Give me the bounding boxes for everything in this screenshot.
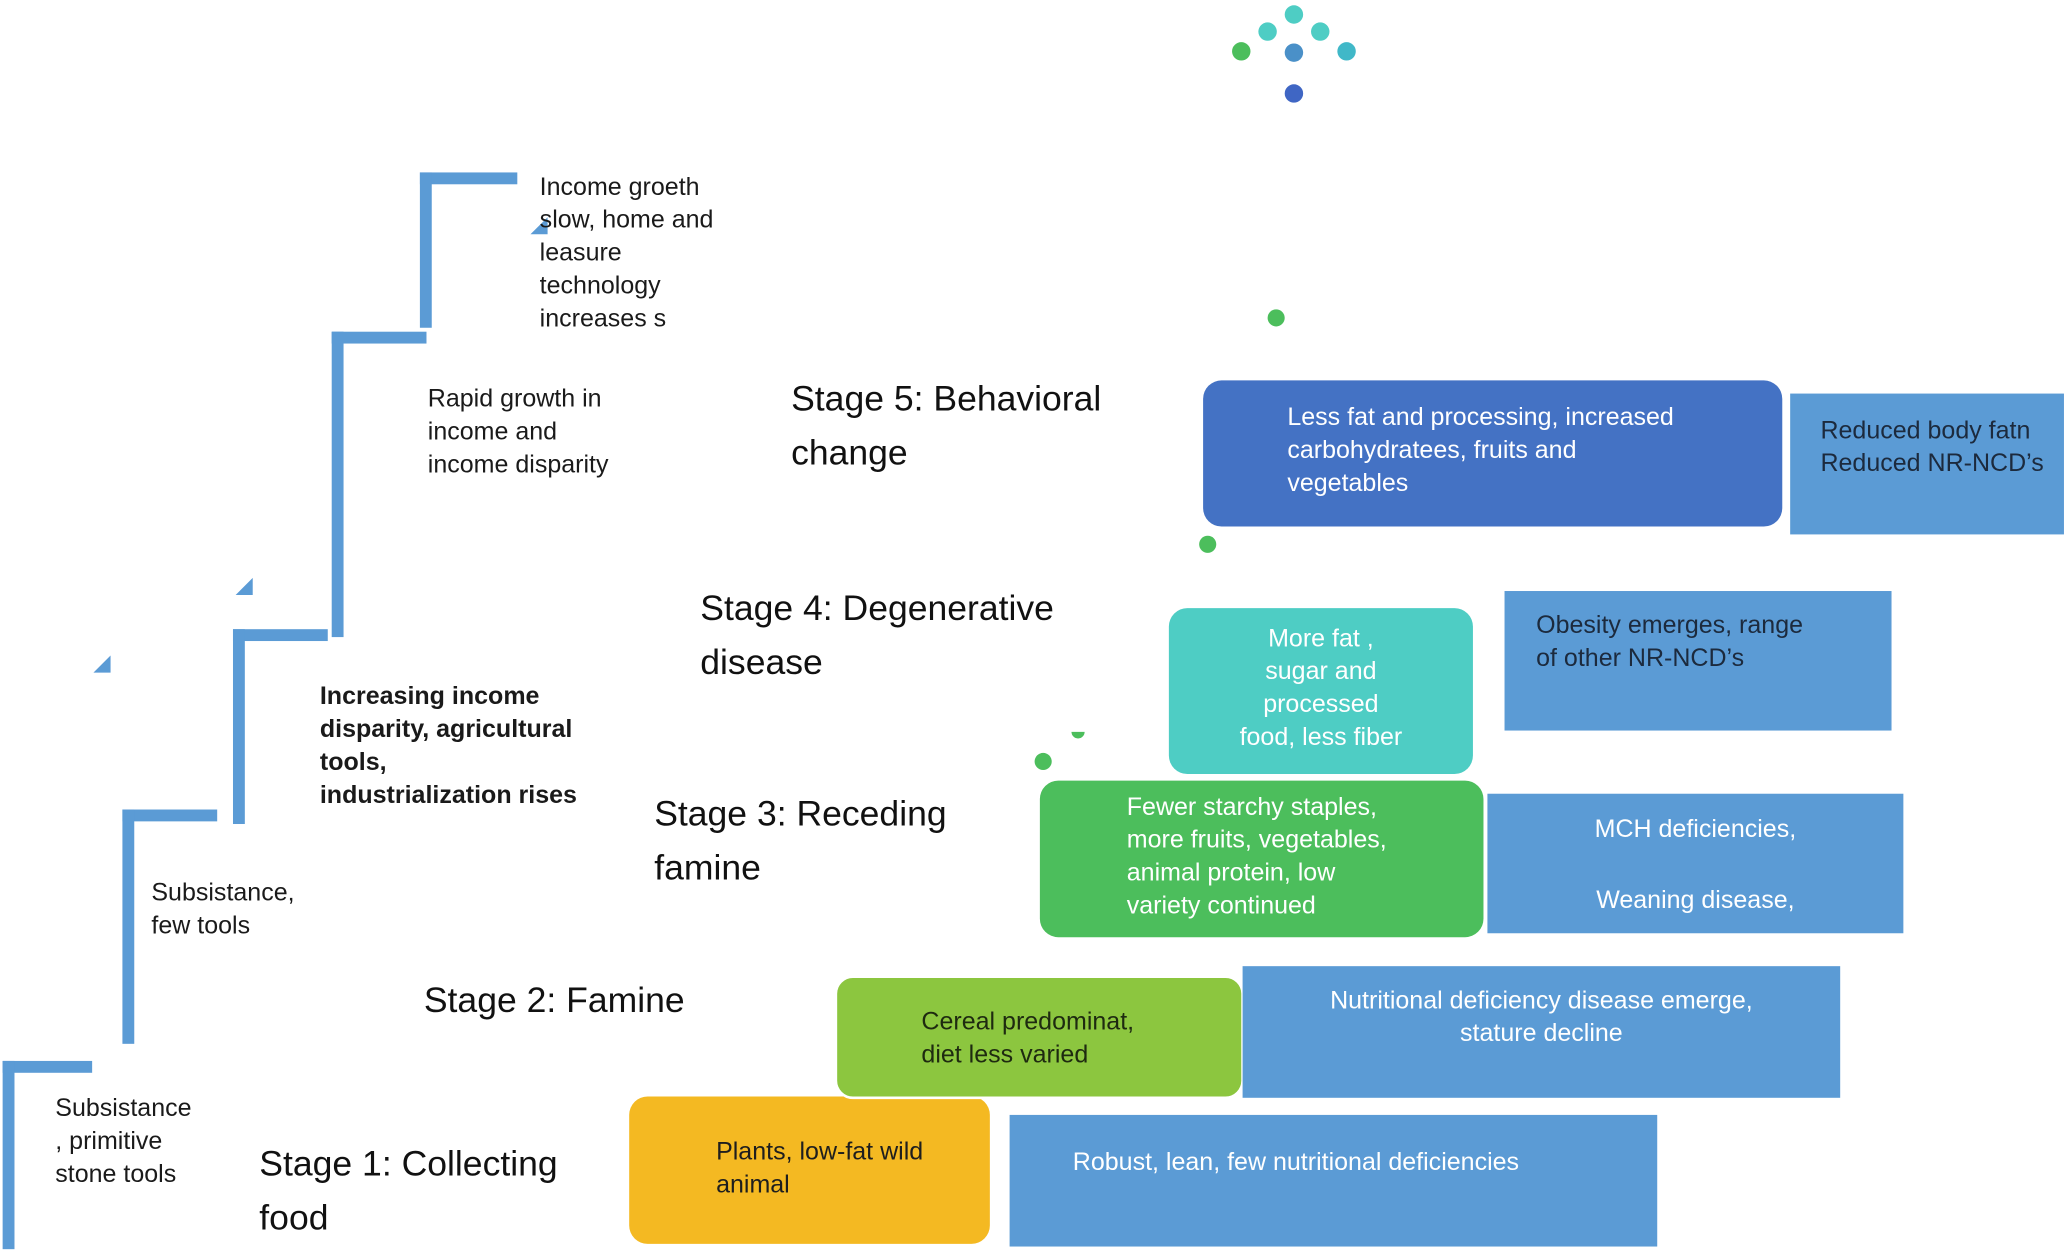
stage-1-title: Stage 1: Collecting food <box>259 1143 558 1238</box>
connector-dot <box>1034 752 1052 771</box>
stair-step-4 <box>331 331 427 638</box>
stage-1-diet-box: Plants, low-fat wild animal <box>629 1096 990 1244</box>
stage-2-diet-box: Cereal predominat, diet less varied <box>834 975 1244 1100</box>
cluster-dot <box>1284 84 1304 103</box>
stage-5-diet-box: Less fat and processing, increased carbo… <box>1203 380 1783 527</box>
stair-marker <box>93 655 111 673</box>
stage-4-title: Stage 4: Degenerative disease <box>700 588 1054 682</box>
stage-4-diet-box: More fat , sugar and processed food, les… <box>1168 608 1473 774</box>
stair-caption-2: Subsistance, few tools <box>151 879 295 940</box>
stage-5-outcome-box: Reduced body fatn Reduced NR-NCD’s <box>1790 393 2064 535</box>
cluster-dot <box>1284 5 1304 24</box>
stair-marker <box>235 577 253 595</box>
stage-3-outcome-box: MCH deficiencies, Weaning disease, <box>1487 793 1904 934</box>
stair-caption-4: Rapid growth in income and income dispar… <box>427 385 609 480</box>
cluster-dot <box>1337 42 1356 61</box>
stage-5-title: Stage 5: Behavioral change <box>791 379 1102 473</box>
connector-dot <box>1267 309 1285 327</box>
stair-caption-1: Subsistance , primitive stone tools <box>55 1095 192 1189</box>
cluster-dot <box>1311 22 1330 41</box>
connector-dot <box>1071 731 1085 739</box>
stage-3-diet-box: Fewer starchy staples, more fruits, vege… <box>1039 780 1484 938</box>
stair-caption-5: Income groeth slow, home and leasure tec… <box>539 173 714 334</box>
stair-step-3 <box>232 629 328 825</box>
stair-step-5 <box>419 172 518 328</box>
stair-caption-3: Increasing income disparity, agricultura… <box>319 683 577 810</box>
connector-dot <box>1199 535 1217 553</box>
stair-step-1 <box>2 1060 93 1250</box>
stair-marker <box>530 217 548 235</box>
stage-1-outcome-box: Robust, lean, few nutritional deficienci… <box>1009 1114 1658 1247</box>
stage-3-title: Stage 3: Receding famine <box>654 793 947 888</box>
cluster-dot <box>1258 22 1277 41</box>
cluster-dot <box>1284 43 1304 62</box>
cluster-dot <box>1232 42 1251 61</box>
stage-2-title: Stage 2: Famine <box>423 980 685 1021</box>
stair-step-2 <box>122 809 218 1044</box>
stage-4-outcome-box: Obesity emerges, range of other NR-NCD’s <box>1504 591 1892 731</box>
stage-2-outcome-box: Nutritional deficiency disease emerge, s… <box>1242 966 1841 1098</box>
